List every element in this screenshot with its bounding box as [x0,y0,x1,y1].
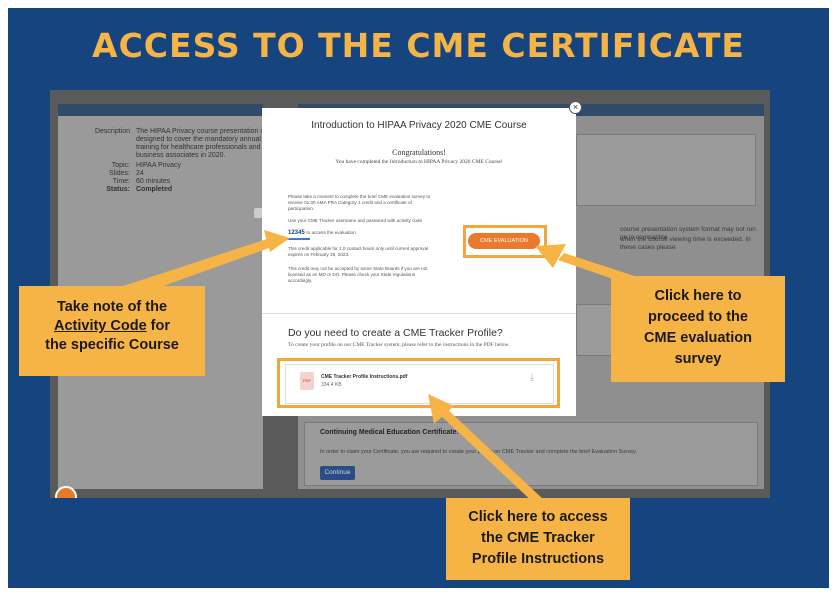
pdf-file-name[interactable]: CME Tracker Profile Instructions.pdf [321,374,408,380]
credit-paragraph: This credit applicable for 1.0 contact h… [288,246,429,257]
evaluation-paragraph: Please take a moment to complete the bri… [288,194,431,211]
modal-divider [262,313,576,314]
pdf-file-icon: PDF [300,372,314,390]
detail-row: business associates in 2020. [136,152,226,159]
completed-text: You have completed the Introduction to H… [335,159,503,165]
continue-button[interactable]: Continue [320,466,355,480]
pdf-highlight [277,358,560,408]
close-icon[interactable]: × [569,101,582,114]
activity-code: 12345 to access the evaluation. [288,230,357,236]
tracker-instructions-text: To create your profile on our CME Tracke… [288,342,510,348]
congrats-heading: Congratulations! [392,148,446,157]
callout-cme-evaluation: Click here to proceed to the CME evaluat… [611,276,785,382]
completion-modal: Introduction to HIPAA Privacy 2020 CME C… [262,108,576,416]
cme-evaluation-button[interactable]: CME EVALUATION [468,233,540,249]
content-box [576,134,756,206]
cme-evaluation-highlight [463,225,547,258]
detail-row: Status:Completed [106,186,173,193]
detail-row: Time:60 minutes [112,178,171,185]
panel-header-bar [58,104,263,116]
state-board-paragraph: This credit may not be accepted by some … [288,266,428,283]
chat-icon[interactable] [55,486,77,498]
modal-title: Introduction to HIPAA Privacy 2020 CME C… [311,120,527,131]
detail-row: training for healthcare professionals an… [136,144,261,151]
callout-tracker-instructions: Click here to access the CME Tracker Pro… [446,498,630,580]
pdf-attachment[interactable] [285,364,554,404]
notice-text: when the course viewing time is exceeded… [620,236,751,251]
notice-text: course presentation system format may no… [620,226,756,241]
download-icon[interactable]: ⤓ [530,372,534,382]
slide-headline: ACCESS TO THE CME CERTIFICATE [92,26,745,65]
callout-activity-code: Take note of the Activity Code for the s… [19,286,205,376]
certificate-title: Continuing Medical Education Certificate… [320,429,459,436]
detail-row: Topic:HIPAA Privacy [111,162,181,169]
tracker-question: Do you need to create a CME Tracker Prof… [288,327,503,339]
slide: ACCESS TO THE CME CERTIFICATE Descriptio… [8,8,829,588]
pdf-file-size: 334.4 KB [321,382,342,388]
activity-code-highlight [286,238,310,240]
activity-code-paragraph: Use your CME Tracker username and passwo… [288,218,423,223]
certificate-text: In order to claim your Certificate, you … [320,449,637,455]
detail-row: designed to cover the mandatory annual [136,136,261,143]
detail-row: Slides:24 [108,170,144,177]
panel-button[interactable] [254,208,266,218]
